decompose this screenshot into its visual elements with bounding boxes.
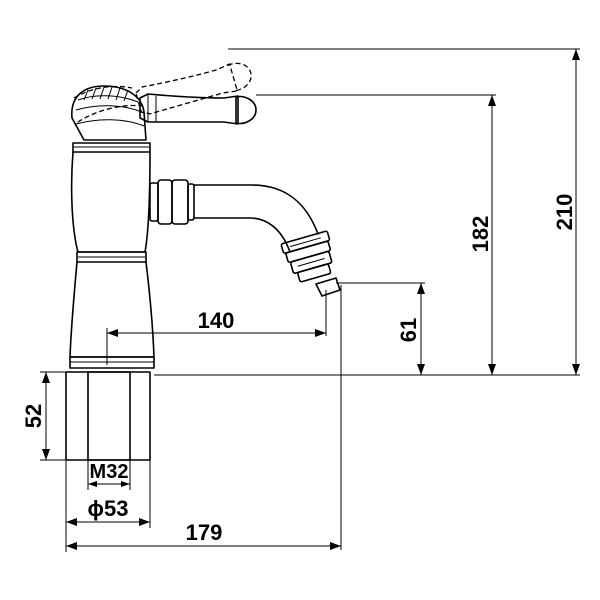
dimension-179: 179 (65, 520, 341, 552)
threaded-shank (65, 371, 151, 461)
dimension-140: 140 (107, 308, 326, 337)
label-140: 140 (198, 308, 235, 333)
dimension-182: 182 (468, 95, 496, 375)
dimension-61: 61 (396, 283, 425, 375)
faucet-body (69, 142, 155, 369)
label-182: 182 (468, 216, 493, 253)
dimension-210: 210 (552, 49, 580, 375)
label-m32: M32 (90, 461, 129, 483)
label-61: 61 (396, 318, 421, 342)
dimension-m32: M32 (87, 460, 131, 490)
lever-handle-raised (73, 62, 252, 123)
datum-lines (106, 48, 580, 550)
label-phi53: ϕ53 (88, 496, 129, 521)
label-210: 210 (552, 194, 577, 231)
dimension-phi53: ϕ53 (65, 460, 151, 528)
dimension-52: 52 (21, 371, 88, 461)
label-52: 52 (21, 404, 46, 428)
spout (149, 179, 341, 297)
label-179: 179 (186, 520, 223, 545)
lever-handle (71, 85, 257, 141)
